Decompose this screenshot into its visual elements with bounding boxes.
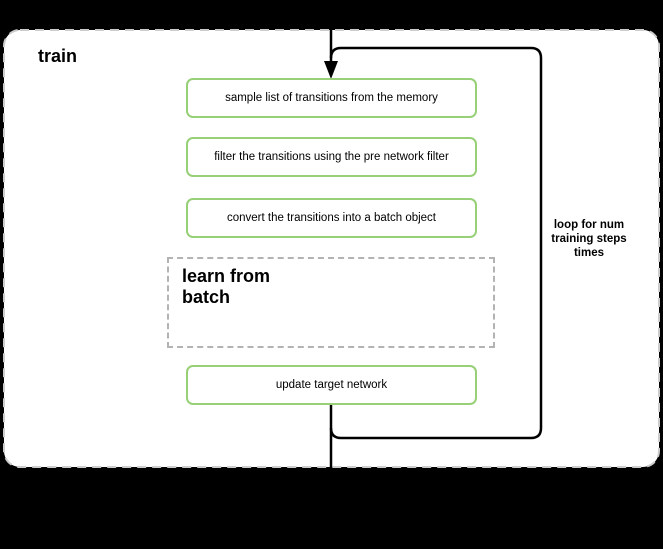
loop-annotation-line: loop for num: [553, 219, 625, 231]
subprocess-label-line: learn from: [182, 266, 271, 286]
loop-annotation-line: times: [573, 247, 605, 259]
loop-annotation-line: training steps: [551, 233, 627, 245]
loop-annotation: loop for num training steps times: [541, 218, 637, 260]
step-filter-transitions: filter the transitions using the pre net…: [186, 137, 477, 177]
subprocess-learn-from-batch: learn from batch: [167, 257, 495, 348]
arrowhead-icon: [324, 61, 338, 79]
step-convert-batch: convert the transitions into a batch obj…: [186, 198, 477, 238]
train-group-label: train: [38, 46, 78, 66]
step-sample-transitions: sample list of transitions from the memo…: [186, 78, 477, 118]
step-update-target-network: update target network: [186, 365, 477, 405]
subprocess-label-line: batch: [182, 287, 231, 307]
